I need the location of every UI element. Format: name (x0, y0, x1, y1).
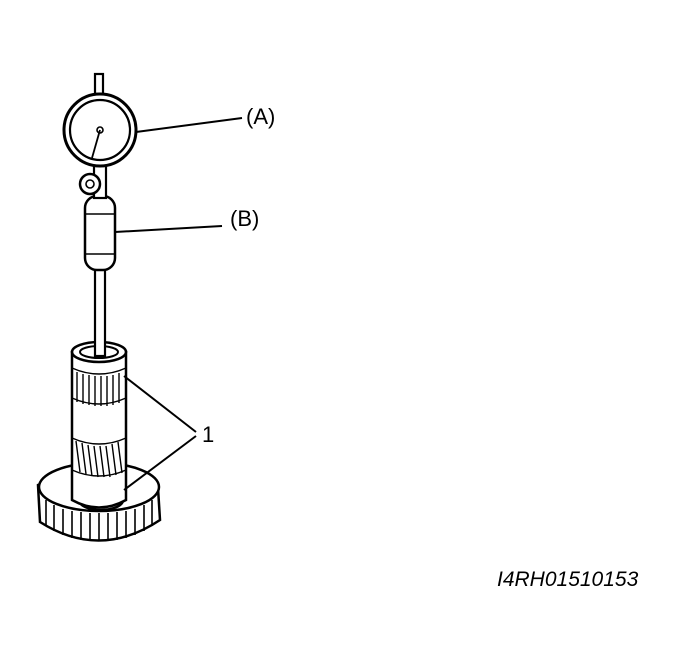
label-b: (B) (230, 206, 259, 231)
gauge-rod (93, 266, 107, 358)
label-a: (A) (246, 104, 275, 129)
extension-handle (83, 194, 117, 272)
figure-code: I4RH01510153 (497, 568, 639, 591)
label-1: 1 (202, 422, 214, 447)
leader-lines (114, 117, 243, 491)
dial-indicator (62, 72, 138, 168)
cylinder-sleeve (70, 340, 128, 509)
